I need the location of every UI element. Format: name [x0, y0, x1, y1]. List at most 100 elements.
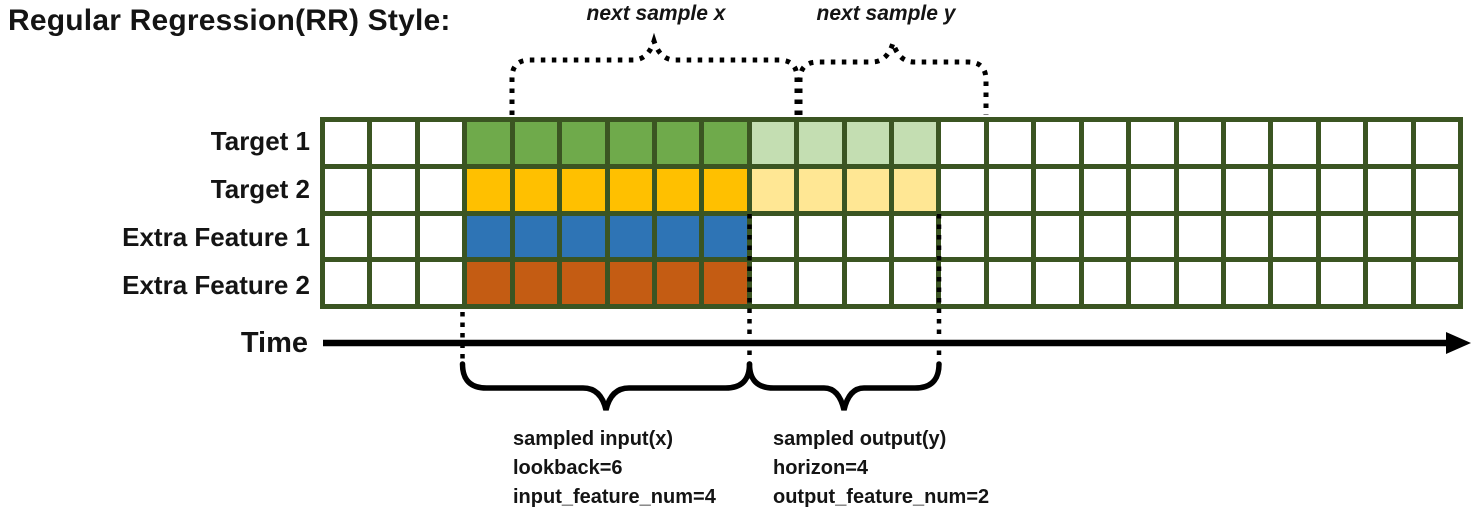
grid-cell: [1225, 122, 1269, 164]
grid-cell: [799, 168, 842, 211]
grid-cell: [1178, 262, 1221, 304]
grid-cell: [656, 122, 700, 164]
grid-cell: [799, 215, 842, 258]
grid-cell: [751, 122, 795, 164]
grid-cell: [799, 262, 842, 304]
grid-cell: [846, 168, 889, 211]
grid-cell: [609, 215, 652, 258]
grid-cell: [894, 168, 937, 211]
grid-cell: [372, 262, 415, 304]
grid-cell: [1273, 168, 1316, 211]
grid-cell: [325, 168, 368, 211]
grid-cell: [1131, 168, 1174, 211]
sampled-output-brace: [746, 361, 942, 411]
grid-cell: [325, 122, 368, 164]
grid-cell: [1368, 168, 1411, 211]
grid-cell: [467, 122, 510, 164]
sampled-input-title: sampled input(x): [513, 428, 674, 450]
grid-cell: [988, 262, 1032, 304]
row-label-extra-feature-1: Extra Feature 1: [122, 222, 310, 252]
grid-cell: [609, 122, 652, 164]
grid-cell: [562, 168, 605, 211]
grid-cell: [1131, 122, 1174, 164]
grid-cell: [372, 215, 415, 258]
grid-cell: [325, 215, 368, 258]
grid-cell: [1178, 122, 1221, 164]
grid-cell: [704, 168, 747, 211]
grid-cell: [941, 122, 984, 164]
grid-cell: [988, 122, 1032, 164]
input-feature-num: input_feature_num=4: [513, 486, 716, 508]
grid-cell: [1225, 168, 1269, 211]
grid-cell: [1368, 122, 1411, 164]
grid-cell: [1368, 215, 1411, 258]
grid-cell: [609, 262, 652, 304]
horizon-value: horizon=4: [773, 457, 869, 479]
grid-cell: [372, 168, 415, 211]
grid-cell: [704, 122, 747, 164]
grid-cell: [941, 168, 984, 211]
grid-cell: [419, 168, 463, 211]
sampled-output-title: sampled output(y): [773, 428, 947, 450]
grid-cell: [1273, 122, 1316, 164]
grid-cell: [1415, 122, 1458, 164]
time-axis-arrowhead: [1446, 332, 1471, 354]
output-feature-num: output_feature_num=2: [773, 486, 990, 508]
time-axis-label: Time: [240, 327, 308, 359]
grid-cell: [751, 168, 795, 211]
grid-cell: [609, 168, 652, 211]
grid-cell: [1415, 168, 1458, 211]
grid-cell: [751, 262, 795, 304]
grid-cell: [467, 262, 510, 304]
grid-cell: [419, 262, 463, 304]
grid-cell: [656, 168, 700, 211]
grid-cell: [467, 168, 510, 211]
grid-cell: [514, 215, 558, 258]
grid-cell: [1083, 215, 1127, 258]
next-sample-x-brace: [509, 32, 800, 115]
grid-cell: [1131, 262, 1174, 304]
row-label-target-2: Target 2: [210, 174, 310, 204]
grid-cell: [419, 215, 463, 258]
grid-cell: [1083, 122, 1127, 164]
grid-cell: [514, 262, 558, 304]
grid-cell: [1368, 262, 1411, 304]
grid-cell: [1036, 215, 1079, 258]
grid-cell: [941, 262, 984, 304]
next-sample-y-label: next sample y: [816, 2, 956, 25]
grid-cell: [419, 122, 463, 164]
grid-cell: [751, 215, 795, 258]
grid-cell: [325, 262, 368, 304]
grid-cell: [1083, 168, 1127, 211]
sampled-input-text-block: sampled input(x) lookback=6 input_featur…: [513, 425, 716, 512]
grid-cell: [372, 122, 415, 164]
grid-cell: [799, 122, 842, 164]
row-label-extra-feature-2: Extra Feature 2: [122, 270, 310, 300]
grid-cell: [846, 122, 889, 164]
grid-cell: [894, 262, 937, 304]
time-series-grid: [320, 117, 1463, 309]
grid-cell: [1320, 215, 1364, 258]
grid-cell: [846, 262, 889, 304]
grid-cell: [1178, 215, 1221, 258]
grid-cell: [1415, 215, 1458, 258]
grid-cell: [1178, 168, 1221, 211]
grid-cell: [1036, 168, 1079, 211]
grid-cell: [1320, 168, 1364, 211]
grid-cell: [1083, 262, 1127, 304]
next-sample-x-label: next sample x: [586, 2, 726, 25]
diagram-title: Regular Regression(RR) Style:: [8, 4, 451, 37]
grid-cell: [562, 122, 605, 164]
grid-cell: [514, 122, 558, 164]
grid-cell: [1273, 215, 1316, 258]
grid-cell: [467, 215, 510, 258]
sampled-input-brace: [459, 361, 753, 411]
grid-cell: [1036, 122, 1079, 164]
grid-cell: [1415, 262, 1458, 304]
grid-cell: [988, 215, 1032, 258]
grid-cell: [562, 262, 605, 304]
grid-cell: [846, 215, 889, 258]
grid-cell: [656, 215, 700, 258]
grid-cell: [894, 215, 937, 258]
